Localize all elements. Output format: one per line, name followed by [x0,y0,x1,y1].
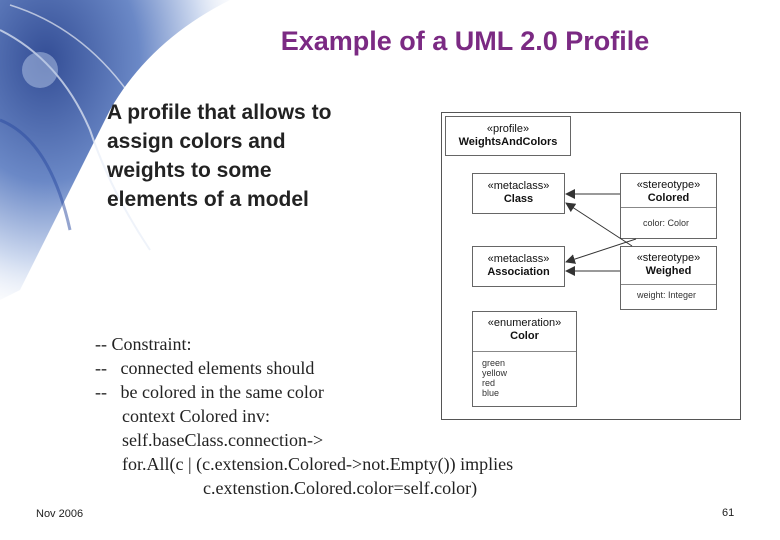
color-literals: green yellow red blue [473,352,576,398]
class-name: Class [503,193,534,205]
footer-date: Nov 2006 [36,508,84,520]
class-stereotype: «metaclass» [487,180,550,192]
weighed-to-class-arrow [565,202,633,247]
color-literal: green [482,358,506,368]
colored-attribute: color: Color [643,218,690,228]
constraint-line: self.baseClass.connection-> [95,430,324,450]
constraint-line: -- be colored in the same color [95,382,324,402]
constraint-line: context Colored inv: [95,406,270,426]
ocl-constraint: -- Constraint: -- connected elements sho… [95,332,513,500]
color-stereotype: «enumeration» [487,317,562,329]
intro-text: A profile that allows to assign colors a… [107,98,331,214]
page-number: 61 [722,507,735,519]
association-stereotype: «metaclass» [487,253,550,265]
colored-stereotype: «stereotype» [636,179,701,191]
slide-title: Example of a UML 2.0 Profile [280,26,650,56]
profile-box: «profile» WeightsAndColors [445,116,571,156]
profile-name: WeightsAndColors [458,136,558,148]
weighed-stereotype-box: «stereotype» Weighed weight: Integer [620,246,717,310]
corner-decoration [0,0,230,300]
color-enumeration-box: «enumeration» Color green yellow red blu… [472,311,577,407]
color-literal: blue [482,388,500,398]
colored-to-association-arrow [565,238,637,264]
intro-line: weights to some [107,159,272,182]
weighed-stereotype: «stereotype» [636,252,701,264]
association-name: Association [487,266,550,278]
intro-line: assign colors and [107,130,286,153]
color-literal: red [482,378,496,388]
weighed-name: Weighed [645,265,692,277]
weighed-attribute: weight: Integer [637,290,697,300]
constraint-line: -- connected elements should [95,358,315,378]
constraint-line: for.All(c | (c.extension.Colored->not.Em… [95,454,514,474]
constraint-line: -- Constraint: [95,334,192,354]
class-metaclass-box: «metaclass» Class [472,173,565,214]
association-metaclass-box: «metaclass» Association [472,246,565,287]
diagram-frame [441,112,741,420]
intro-line: elements of a model [107,188,309,211]
colored-stereotype-box: «stereotype» Colored color: Color [620,173,717,239]
profile-stereotype: «profile» [486,123,530,135]
color-literal: yellow [482,368,508,378]
intro-line: A profile that allows to [107,101,332,124]
color-name: Color [510,330,539,342]
constraint-line: c.extenstion.Colored.color=self.color) [95,478,478,498]
colored-name: Colored [647,192,690,204]
